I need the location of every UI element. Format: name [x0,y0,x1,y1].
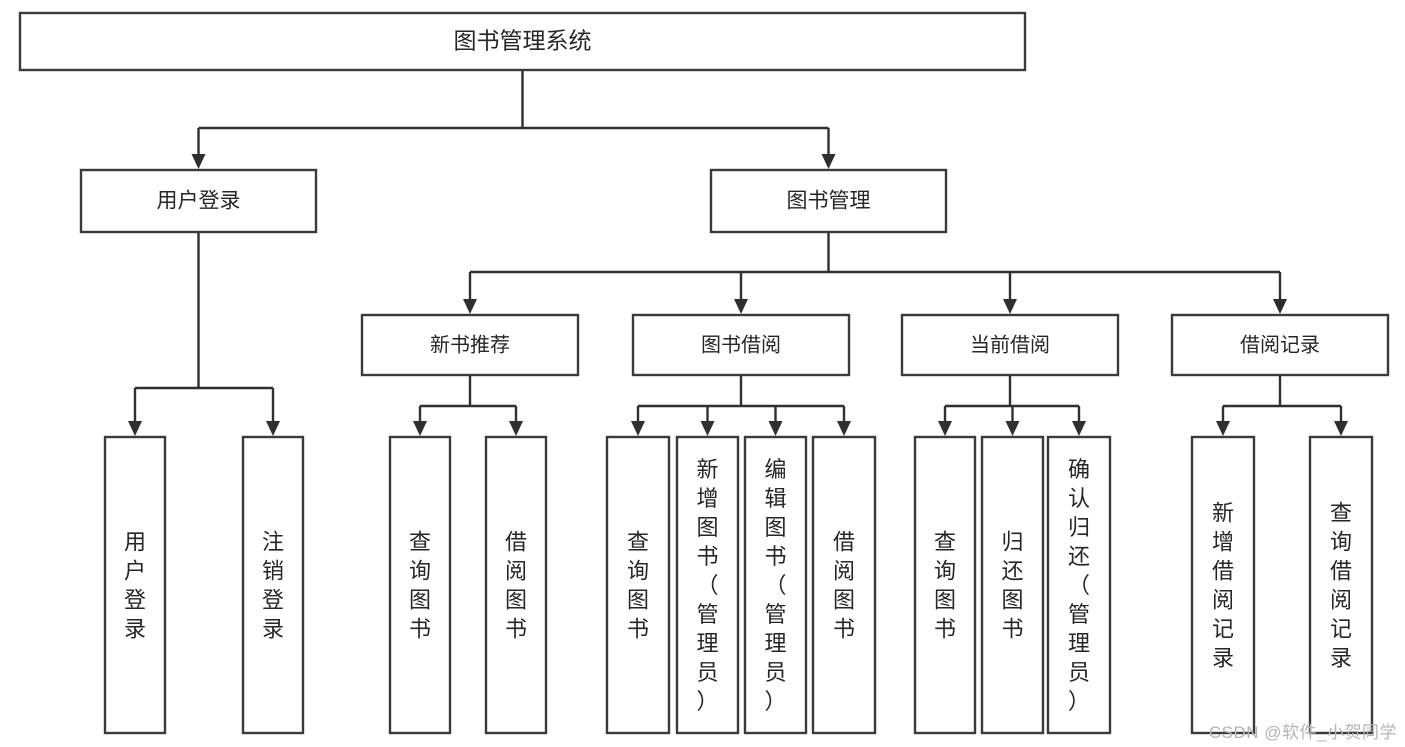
node-leaf-add-book[interactable]: 新增图书（管理员） [675,435,740,735]
node-leaf-add-book-label: 新增图书（管理员） [696,457,718,714]
node-root-box [18,11,1027,72]
arrow-head-icon [266,421,280,436]
node-leaf-user-login-box [103,435,167,735]
node-leaf-query-book-3-box [913,435,977,735]
node-leaf-logout-label: 注销登录 [262,530,284,642]
node-new-book-rec[interactable]: 新书推荐 [360,313,580,377]
arrow-head-icon [191,154,206,169]
node-book-borrow-box [631,313,851,377]
node-leaf-query-record[interactable]: 查询借阅记录 [1308,435,1374,735]
node-leaf-query-record-label: 查询借阅记录 [1330,501,1352,671]
arrow-head-icon [509,421,523,436]
node-leaf-borrow-book-1-label: 借阅图书 [505,530,527,642]
node-book-manage[interactable]: 图书管理 [709,168,948,234]
node-borrow-record-label: 借阅记录 [1240,333,1320,356]
arrow-head-icon [413,421,427,436]
node-leaf-add-record-label: 新增借阅记录 [1212,501,1234,671]
node-leaf-user-login-label: 用户登录 [124,530,146,642]
node-leaf-edit-book[interactable]: 编辑图书（管理员） [743,435,808,735]
arrow-head-icon [1005,421,1020,436]
nodes-layer: 图书管理系统用户登录图书管理新书推荐图书借阅当前借阅借阅记录用户登录注销登录查询… [18,11,1390,735]
node-leaf-confirm-return-label: 确认归还（管理员） [1068,457,1090,714]
node-leaf-query-book-3-label: 查询图书 [934,530,956,642]
node-leaf-query-book-2-box [605,435,671,735]
node-new-book-rec-box [360,313,580,377]
arrow-head-icon [700,421,715,436]
arrow-head-icon [1334,421,1348,436]
arrow-head-icon [1273,299,1287,314]
node-current-borrow-box [900,313,1120,377]
arrow-head-icon [128,421,142,436]
node-current-borrow-label: 当前借阅 [970,333,1050,356]
node-leaf-return-book-label: 归还图书 [1001,530,1023,642]
node-leaf-user-login[interactable]: 用户登录 [103,435,167,735]
node-leaf-logout[interactable]: 注销登录 [241,435,305,735]
node-leaf-return-book-box [980,435,1045,735]
arrow-head-icon [1003,299,1017,314]
node-leaf-query-book-1-box [388,435,452,735]
node-leaf-edit-book-label: 编辑图书（管理员） [764,457,786,714]
node-leaf-borrow-book-2-label: 借阅图书 [833,530,855,642]
arrow-head-icon [837,421,851,436]
arrow-head-icon [1216,421,1230,436]
node-book-manage-label: 图书管理 [787,190,871,213]
node-user-login[interactable]: 用户登录 [79,168,318,234]
node-user-login-box [79,168,318,234]
node-user-login-label: 用户登录 [157,190,241,213]
node-borrow-record-box [1170,313,1390,377]
node-new-book-rec-label: 新书推荐 [430,333,510,356]
node-leaf-add-record[interactable]: 新增借阅记录 [1190,435,1256,735]
node-leaf-query-book-2-label: 查询图书 [627,530,649,642]
connectors-layer [128,70,1348,436]
node-current-borrow[interactable]: 当前借阅 [900,313,1120,377]
node-leaf-confirm-return-box [1046,435,1112,735]
node-leaf-query-record-box [1308,435,1374,735]
node-leaf-query-book-2[interactable]: 查询图书 [605,435,671,735]
node-leaf-borrow-book-1[interactable]: 借阅图书 [484,435,548,735]
arrow-head-icon [463,299,477,314]
node-leaf-borrow-book-2[interactable]: 借阅图书 [811,435,877,735]
arrow-head-icon [938,421,952,436]
arrow-head-icon [1072,421,1086,436]
node-leaf-edit-book-box [743,435,808,735]
node-book-borrow[interactable]: 图书借阅 [631,313,851,377]
node-leaf-query-book-1[interactable]: 查询图书 [388,435,452,735]
arrow-head-icon [734,299,748,314]
node-leaf-add-book-box [675,435,740,735]
node-borrow-record[interactable]: 借阅记录 [1170,313,1390,377]
node-book-manage-box [709,168,948,234]
arrow-head-icon [768,421,783,436]
arrow-head-icon [821,154,836,169]
arrow-head-icon [631,421,645,436]
node-book-borrow-label: 图书借阅 [701,333,781,356]
node-leaf-return-book[interactable]: 归还图书 [980,435,1045,735]
node-leaf-borrow-book-2-box [811,435,877,735]
node-leaf-query-book-3[interactable]: 查询图书 [913,435,977,735]
node-leaf-query-book-1-label: 查询图书 [409,530,431,642]
node-leaf-confirm-return[interactable]: 确认归还（管理员） [1046,435,1112,735]
node-root-label: 图书管理系统 [454,28,592,54]
node-leaf-add-record-box [1190,435,1256,735]
node-leaf-borrow-book-1-box [484,435,548,735]
node-leaf-logout-box [241,435,305,735]
node-root[interactable]: 图书管理系统 [18,11,1027,72]
